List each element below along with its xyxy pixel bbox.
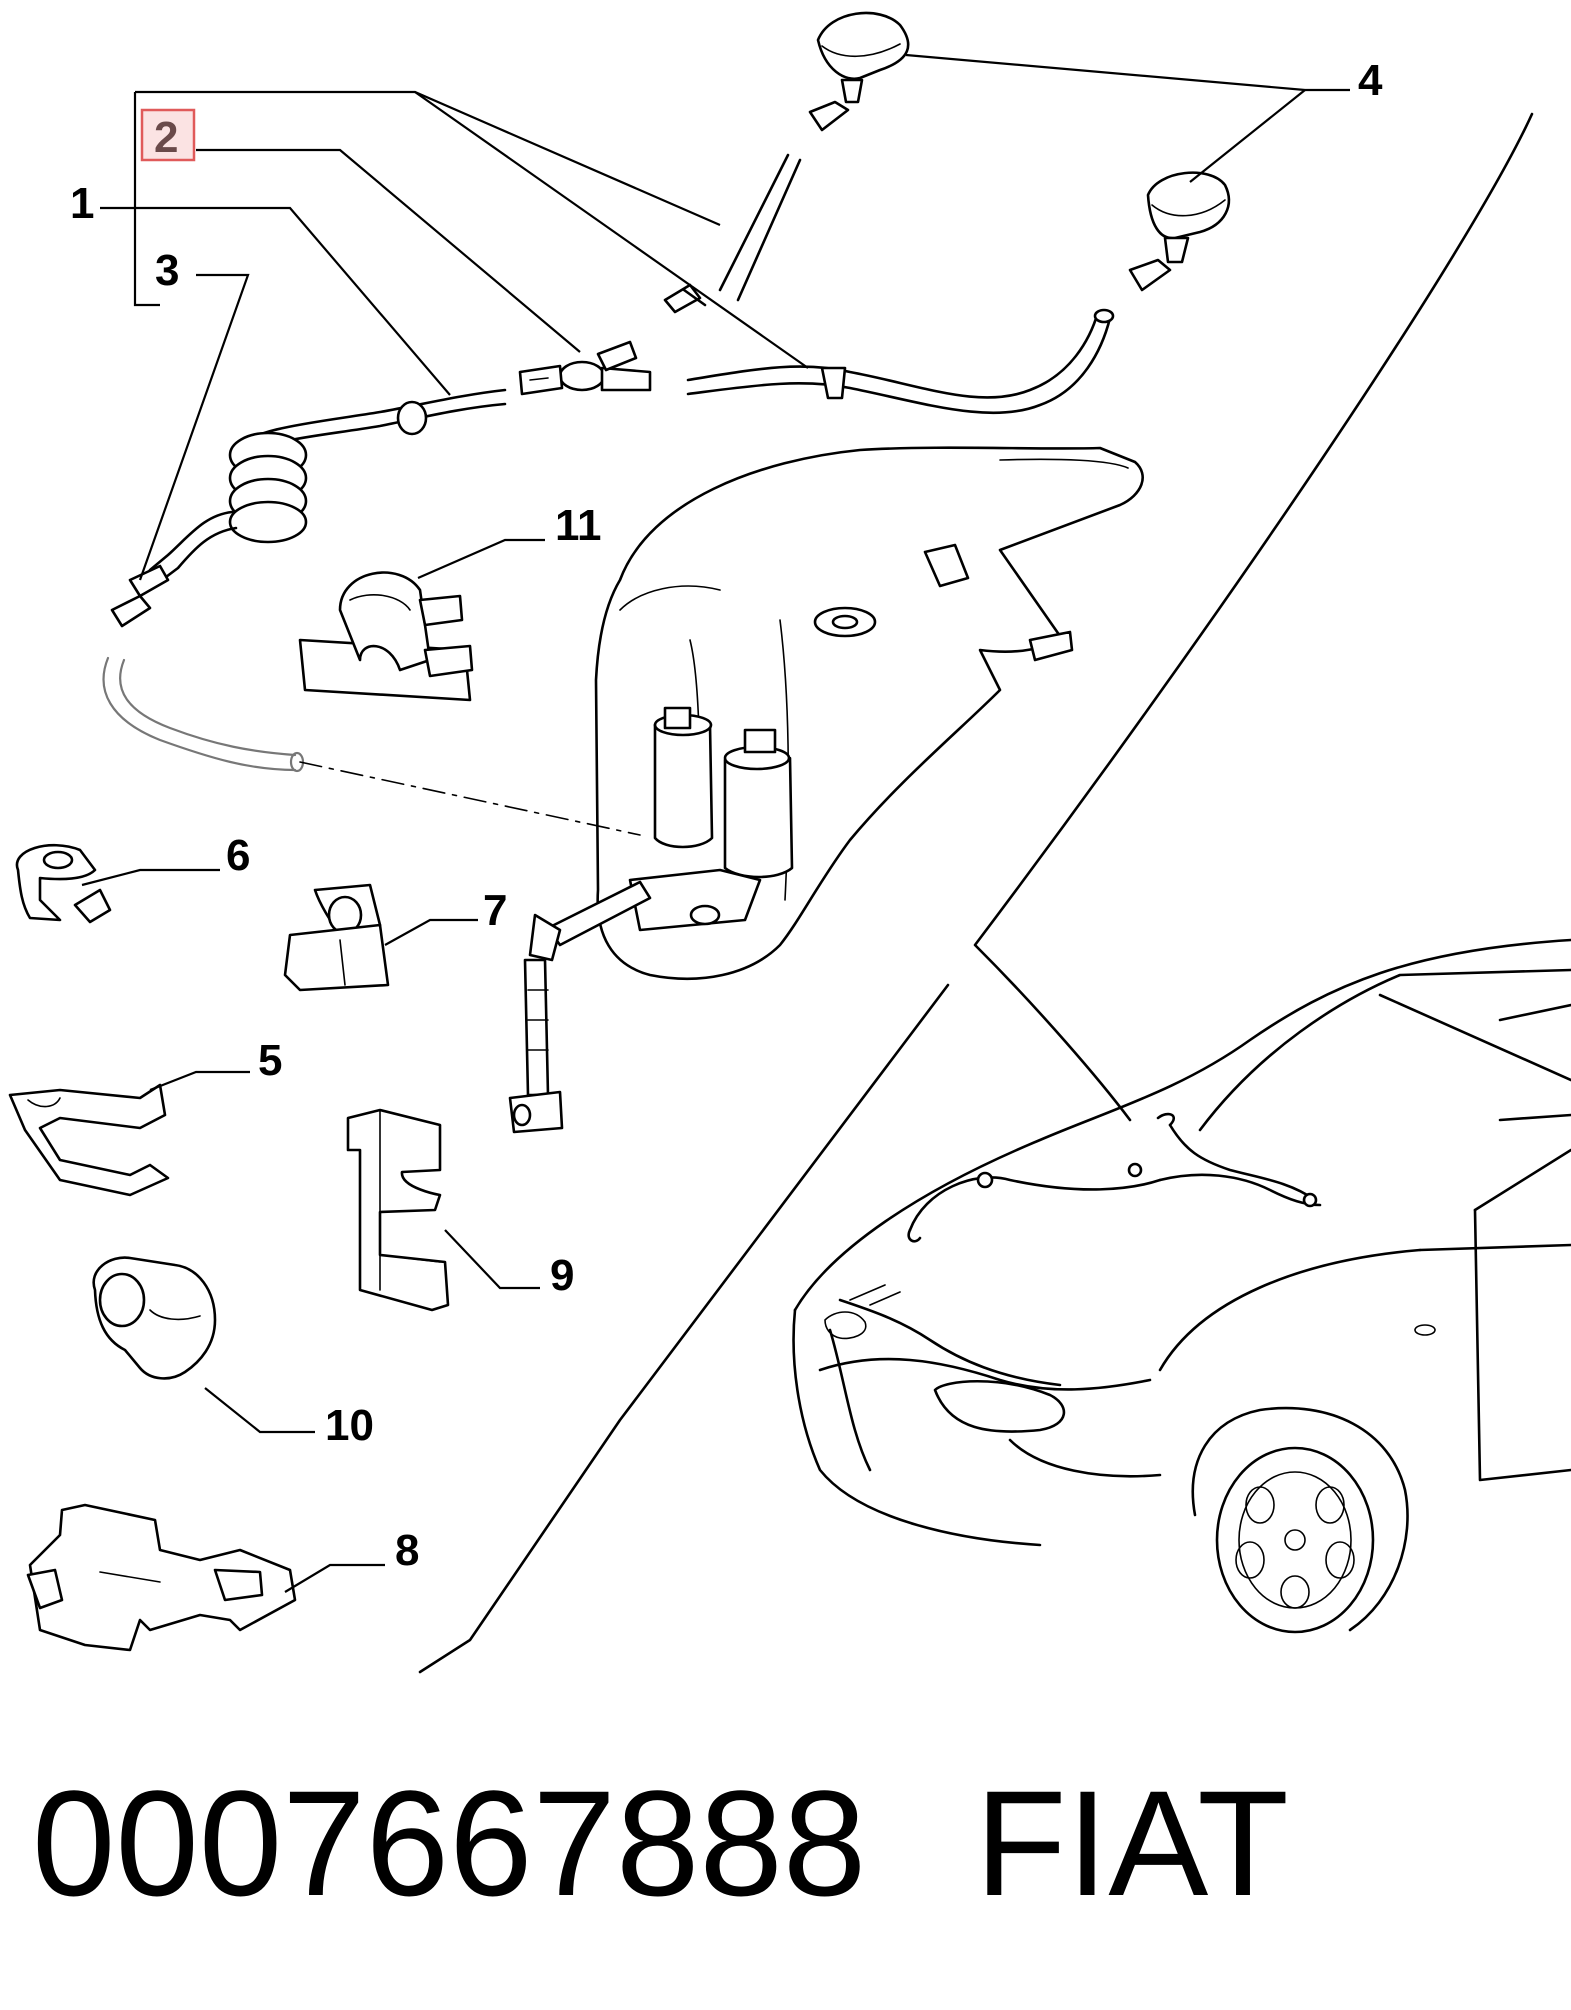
clip-7 <box>283 883 390 992</box>
car-inset <box>792 938 1571 1634</box>
callout-1[interactable]: 1 <box>70 179 94 228</box>
bracket-8 <box>26 1503 297 1652</box>
divider-line <box>973 112 1534 1122</box>
callout-5[interactable]: 5 <box>258 1036 282 1085</box>
callout-2[interactable]: 2 <box>154 113 178 162</box>
callout-11[interactable]: 11 <box>555 501 602 550</box>
washer-nozzle-lower <box>1128 171 1231 292</box>
pump-hose <box>508 880 652 1134</box>
brand-name: FIAT <box>975 1759 1289 1927</box>
washer-pumps <box>628 706 794 932</box>
callout-10[interactable]: 10 <box>325 1401 374 1450</box>
callout-3[interactable]: 3 <box>155 246 179 295</box>
callout-2-highlight <box>140 108 196 162</box>
leader-lines <box>81 53 1350 1593</box>
clip-11 <box>298 571 474 702</box>
washer-reservoir <box>594 446 1144 981</box>
t-connector <box>518 340 652 396</box>
callout-6[interactable]: 6 <box>226 831 250 880</box>
callout-8[interactable]: 8 <box>395 1526 419 1575</box>
inset-frame-line <box>418 983 950 1674</box>
callout-7[interactable]: 7 <box>483 886 507 935</box>
washer-nozzle-upper <box>808 11 910 132</box>
callout-9[interactable]: 9 <box>550 1251 574 1300</box>
clip-9 <box>346 1108 450 1312</box>
loose-hose <box>102 656 297 772</box>
hose-upper <box>718 153 790 292</box>
clip-6 <box>15 843 112 924</box>
clip-5 <box>8 1083 170 1197</box>
part-number: 0007667888 <box>32 1759 866 1927</box>
clip-10 <box>92 1256 217 1380</box>
hose-coil <box>228 431 308 544</box>
hose-right <box>686 310 1100 399</box>
callout-4[interactable]: 4 <box>1358 56 1383 105</box>
